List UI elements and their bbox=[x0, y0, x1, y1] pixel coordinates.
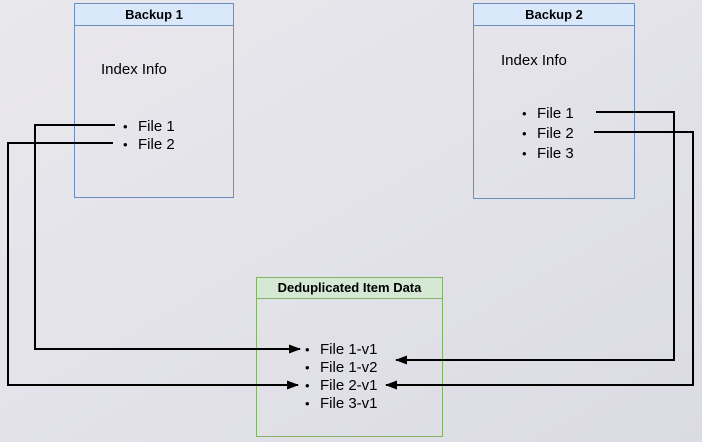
dedup-item: • File 2-v1 bbox=[305, 376, 378, 394]
backup1-file-item: • File 2 bbox=[123, 135, 175, 153]
bullet-icon: • bbox=[522, 145, 527, 161]
bullet-icon: • bbox=[305, 341, 310, 357]
bullet-icon: • bbox=[123, 118, 128, 134]
backup2-file-item: • File 2 bbox=[522, 123, 574, 143]
dedup-file-3-v1-label: File 3-v1 bbox=[320, 394, 378, 412]
dedup-file-1-v1-label: File 1-v1 bbox=[320, 340, 378, 358]
backup1-file-2-label: File 2 bbox=[138, 135, 175, 153]
dedup-box: Deduplicated Item Data • File 1-v1 • Fil… bbox=[256, 277, 443, 437]
backup1-index-info-label: Index Info bbox=[101, 61, 167, 78]
bullet-icon: • bbox=[123, 136, 128, 152]
backup1-title: Backup 1 bbox=[75, 4, 233, 26]
dedup-item: • File 1-v1 bbox=[305, 340, 378, 358]
backup2-box: Backup 2 Index Info • File 1 • File 2 • … bbox=[473, 3, 635, 199]
backup2-file-item: • File 1 bbox=[522, 103, 574, 123]
bullet-icon: • bbox=[522, 105, 527, 121]
backup1-box: Backup 1 Index Info • File 1 • File 2 bbox=[74, 3, 234, 198]
dedup-file-2-v1-label: File 2-v1 bbox=[320, 376, 378, 394]
bullet-icon: • bbox=[305, 377, 310, 393]
dedup-file-1-v2-label: File 1-v2 bbox=[320, 358, 378, 376]
backup2-file-1-label: File 1 bbox=[537, 104, 574, 122]
dedup-title: Deduplicated Item Data bbox=[257, 278, 442, 299]
bullet-icon: • bbox=[305, 359, 310, 375]
bullet-icon: • bbox=[305, 395, 310, 411]
backup2-file-3-label: File 3 bbox=[537, 144, 574, 162]
backup1-file-1-label: File 1 bbox=[138, 117, 175, 135]
dedup-item: • File 1-v2 bbox=[305, 358, 378, 376]
backup2-title: Backup 2 bbox=[474, 4, 634, 26]
dedup-item: • File 3-v1 bbox=[305, 394, 378, 412]
dedup-item-list: • File 1-v1 • File 1-v2 • File 2-v1 • Fi… bbox=[305, 340, 378, 412]
backup2-index-info-label: Index Info bbox=[501, 52, 567, 69]
backup1-file-list: • File 1 • File 2 bbox=[123, 117, 175, 153]
bullet-icon: • bbox=[522, 125, 527, 141]
backup2-file-item: • File 3 bbox=[522, 143, 574, 163]
backup2-file-2-label: File 2 bbox=[537, 124, 574, 142]
backup1-file-item: • File 1 bbox=[123, 117, 175, 135]
backup2-file-list: • File 1 • File 2 • File 3 bbox=[522, 103, 574, 163]
